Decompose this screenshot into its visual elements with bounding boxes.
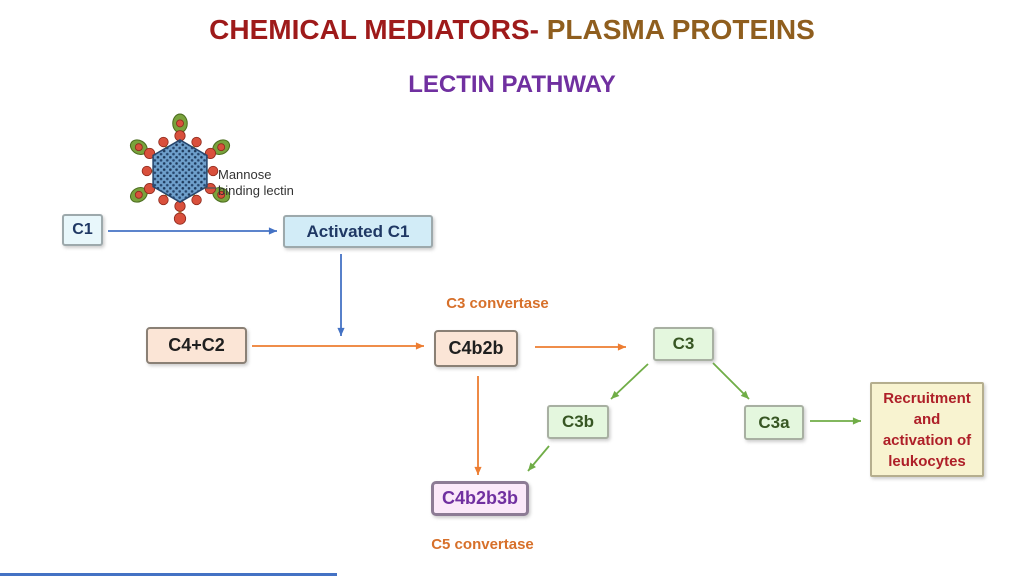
node-c3b-label: C3b (561, 412, 595, 431)
node-c1: C1 (62, 214, 103, 246)
arrow-c3b-to-c4b2b3b (527, 445, 550, 472)
node-c4c2: C4+C2 (146, 327, 247, 364)
page-title-part1: CHEMICAL MEDIATORS- (209, 14, 539, 45)
annotation-c5-convertase: C5 convertase (431, 536, 534, 553)
arrow-c3-to-c3b (610, 363, 649, 400)
node-c1-label: C1 (72, 221, 93, 238)
node-c3a: C3a (744, 405, 804, 440)
arrow-c3-to-c3a (712, 362, 750, 400)
node-recruitment-label: Recruitment and activation of leukocytes (882, 389, 972, 470)
node-c3-label: C3 (672, 334, 695, 353)
node-c4b2b-label: C4b2b (448, 338, 504, 358)
node-c4b2b: C4b2b (434, 330, 518, 367)
page-title: CHEMICAL MEDIATORS- PLASMA PROTEINS (0, 14, 1024, 46)
node-c4c2-label: C4+C2 (168, 335, 225, 355)
node-c4b2b3b: C4b2b3b (431, 481, 529, 516)
node-c3a-label: C3a (758, 412, 790, 432)
page-title-part2: PLASMA PROTEINS (538, 14, 815, 45)
annotation-c3-convertase: C3 convertase (446, 295, 549, 312)
node-activated-c1: Activated C1 (283, 215, 433, 248)
node-c4b2b3b-label: C4b2b3b (441, 488, 519, 508)
node-activated-c1-label: Activated C1 (306, 221, 410, 241)
mannose-binding-lectin-label: Mannose binding lectin (218, 167, 294, 198)
bottom-accent-bar (0, 573, 337, 576)
node-recruitment: Recruitment and activation of leukocytes (870, 382, 984, 477)
node-c3b: C3b (547, 405, 609, 439)
page-subtitle: LECTIN PATHWAY (408, 71, 616, 98)
node-c3: C3 (653, 327, 714, 361)
